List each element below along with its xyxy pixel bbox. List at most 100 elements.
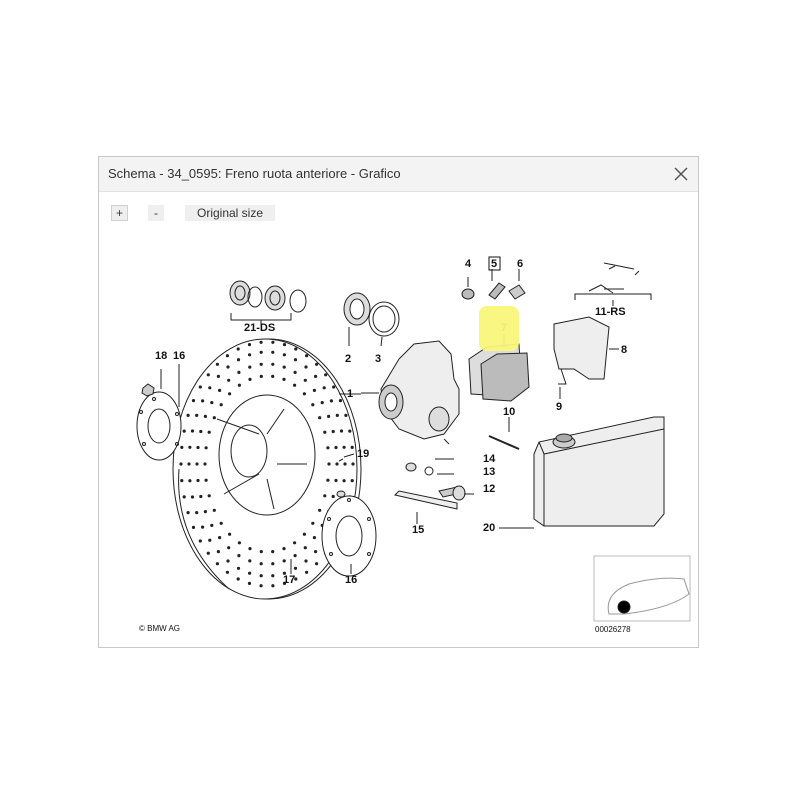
- disc-hole: [271, 350, 275, 354]
- disc-hole: [271, 574, 275, 578]
- part-label-21-ds[interactable]: 21-DS: [244, 322, 275, 334]
- disc-hole: [271, 584, 275, 588]
- disc-hole: [225, 354, 229, 358]
- part-label-19[interactable]: 19: [357, 448, 369, 460]
- disc-hole: [237, 370, 241, 374]
- disc-hole: [188, 445, 192, 449]
- part-label-1[interactable]: 1: [347, 388, 353, 400]
- disc-hole: [236, 566, 241, 570]
- disc-hole: [236, 577, 240, 581]
- disc-hole: [204, 478, 208, 482]
- disc-hole: [182, 429, 186, 433]
- part-label-14[interactable]: 14: [483, 453, 496, 465]
- part-label-16-left[interactable]: 16: [173, 350, 185, 362]
- disc-hole: [323, 494, 327, 498]
- diagram-drawing: 18 16 21-DS 2 3 1 4 5 6 7 8 9 10 11-RS 1…: [136, 256, 691, 634]
- piston-drawing: [343, 292, 400, 347]
- disc-hole: [188, 479, 192, 483]
- disc-hole: [312, 536, 316, 540]
- disc-hole: [326, 446, 330, 450]
- part-highlight: [479, 306, 519, 351]
- disc-hole: [236, 347, 240, 351]
- disc-hole: [195, 462, 199, 466]
- parts-diagram-dialog: Schema - 34_0595: Freno ruota anteriore …: [98, 156, 699, 648]
- disc-hole: [294, 347, 298, 351]
- disc-hole: [293, 358, 298, 362]
- disc-hole: [203, 414, 207, 418]
- disc-hole: [248, 559, 252, 563]
- part-label-3[interactable]: 3: [375, 353, 381, 365]
- disc-hole: [303, 546, 307, 550]
- disc-hole: [335, 413, 339, 417]
- part-label-20[interactable]: 20: [483, 522, 495, 534]
- disc-hole: [196, 445, 200, 450]
- disc-hole: [206, 373, 210, 377]
- disc-hole: [311, 521, 315, 525]
- part-label-17[interactable]: 17: [283, 574, 295, 586]
- copyright-text: © BMW AG: [139, 624, 180, 633]
- disc-hole: [324, 373, 328, 377]
- part-label-16-right[interactable]: 16: [345, 574, 357, 586]
- close-icon[interactable]: [670, 163, 692, 185]
- disc-hole: [350, 479, 354, 483]
- zoom-in-button[interactable]: +: [111, 205, 128, 221]
- disc-hole: [199, 429, 203, 434]
- disc-hole: [187, 462, 191, 466]
- bolts-drawing: [338, 458, 474, 524]
- part-label-13[interactable]: 13: [483, 466, 495, 478]
- disc-hole: [227, 378, 231, 382]
- part-label-5[interactable]: 5: [491, 258, 497, 270]
- disc-hole: [315, 562, 319, 566]
- part-label-18[interactable]: 18: [155, 350, 167, 362]
- disc-hole: [303, 378, 307, 382]
- disc-hole: [282, 571, 286, 575]
- disc-hole: [248, 365, 252, 369]
- brake-fluid-can-drawing: [499, 416, 665, 529]
- original-size-button[interactable]: Original size: [185, 205, 275, 221]
- disc-hole: [212, 416, 216, 420]
- disc-hole: [207, 494, 211, 498]
- part-label-11-rs[interactable]: 11-RS: [595, 306, 626, 318]
- part-label-2[interactable]: 2: [345, 353, 351, 365]
- disc-hole: [342, 479, 346, 483]
- disc-hole: [342, 445, 346, 449]
- part-label-9[interactable]: 9: [556, 401, 562, 413]
- disc-hole: [332, 385, 336, 389]
- bleeder-valve-drawing: [461, 269, 526, 300]
- disc-hole: [271, 562, 275, 566]
- part-label-10[interactable]: 10: [503, 406, 515, 418]
- disc-hole: [196, 478, 200, 483]
- disc-hole: [259, 362, 263, 366]
- disc-hole: [259, 350, 263, 354]
- part-label-8[interactable]: 8: [621, 344, 627, 356]
- disc-hole: [304, 365, 308, 369]
- disc-hole: [208, 538, 212, 542]
- disc-hole: [305, 354, 309, 358]
- disc-hole: [348, 429, 352, 433]
- part-label-4[interactable]: 4: [465, 258, 472, 270]
- disc-hole: [304, 559, 308, 563]
- retaining-pin-drawing: [488, 417, 520, 450]
- disc-hole: [282, 377, 286, 381]
- disc-hole: [198, 385, 202, 389]
- disc-hole: [331, 494, 335, 499]
- part-label-6[interactable]: 6: [517, 258, 523, 270]
- disc-hole: [315, 362, 319, 366]
- part-label-15-text[interactable]: 15: [412, 524, 424, 536]
- disc-hole: [311, 403, 315, 407]
- dialog-title: Schema - 34_0595: Freno ruota anteriore …: [108, 166, 401, 181]
- disc-hole: [259, 374, 263, 378]
- disc-hole: [293, 383, 297, 387]
- disc-hole: [237, 383, 241, 387]
- disc-hole: [219, 521, 223, 525]
- disc-hole: [228, 392, 232, 396]
- disc-hole: [210, 401, 214, 405]
- parts-diagram: 18 16 21-DS 2 3 1 4 5 6 7 8 9 10 11-RS 1…: [99, 229, 700, 649]
- disc-hole: [335, 462, 339, 466]
- disc-hole: [186, 511, 190, 515]
- disc-hole: [203, 510, 207, 514]
- disc-hole: [294, 577, 298, 581]
- disc-hole: [219, 403, 223, 407]
- part-label-12[interactable]: 12: [483, 483, 495, 495]
- zoom-out-button[interactable]: -: [148, 205, 164, 221]
